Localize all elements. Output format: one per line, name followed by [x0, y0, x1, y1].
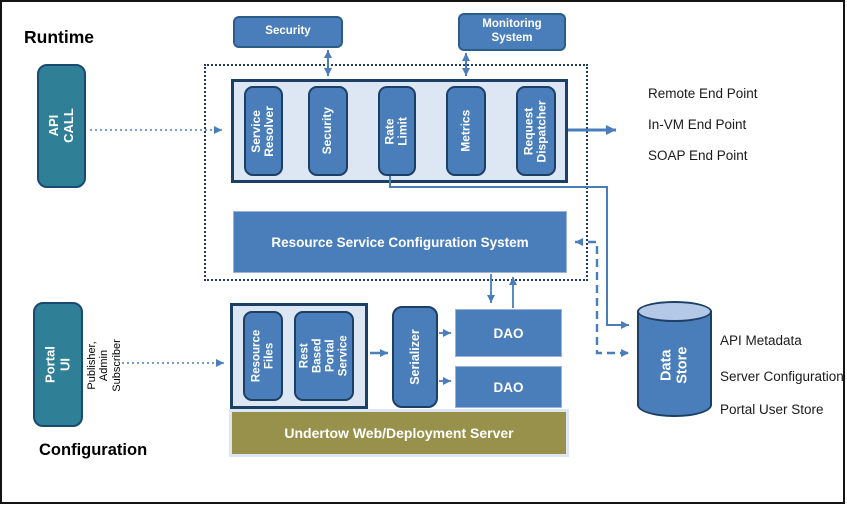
security-handler-label: Security — [320, 107, 335, 155]
dao-top-label: DAO — [493, 325, 524, 341]
resource-service-config-system-box: Resource Service Configuration System — [233, 211, 567, 273]
publisher-admin-subscriber: Publisher, Admin Subscriber — [82, 296, 126, 434]
data-store-cylinder: Data Store — [637, 301, 712, 418]
metrics-label: Metrics — [458, 109, 473, 153]
portal-ui-label: Portal UI — [42, 346, 72, 383]
serializer-box: Serializer — [392, 306, 438, 408]
endpoint-remote-label: Remote End Point — [648, 86, 758, 101]
request-dispatcher-label: Request Dispatcher — [521, 99, 549, 163]
security-external-box: Security — [233, 16, 343, 48]
endpoint-soap-label: SOAP End Point — [648, 148, 748, 163]
portal-ui-box: Portal UI — [33, 302, 83, 427]
endpoint-invm-label: In-VM End Point — [648, 117, 747, 132]
dao-top-box: DAO — [455, 309, 562, 357]
rate-limit-box: Rate Limit — [378, 86, 416, 176]
api-call-label: API CALL — [45, 108, 76, 144]
service-resolver-box: Service Resolver — [244, 86, 283, 176]
serializer-label: Serializer — [408, 329, 422, 385]
resource-files-label: Resource Files — [250, 329, 276, 383]
undertow-server-frame: Undertow Web/Deployment Server — [229, 409, 569, 457]
monitoring-system-box: Monitoring System — [458, 13, 566, 51]
data-store-cylinder-top — [637, 301, 712, 322]
runtime-section-title: Runtime — [24, 27, 94, 47]
configuration-section-title: Configuration — [39, 441, 148, 459]
portal-user-store-label: Portal User Store — [720, 402, 824, 417]
data-store-cylinder-body — [637, 311, 712, 417]
rest-based-portal-service-box: Rest Based Portal Service — [294, 311, 354, 401]
data-store-label: Data Store — [658, 346, 691, 384]
resource-files-box: Resource Files — [243, 311, 283, 401]
rate-limit-label: Rate Limit — [382, 116, 410, 146]
monitoring-system-label: Monitoring System — [482, 18, 542, 44]
security-handler-box: Security — [308, 86, 348, 176]
rest-based-portal-service-label: Rest Based Portal Service — [298, 335, 349, 377]
undertow-server-label: Undertow Web/Deployment Server — [284, 425, 514, 441]
security-external-label: Security — [265, 25, 311, 38]
publisher-admin-subscriber-label: Publisher, Admin Subscriber — [85, 338, 123, 392]
request-dispatcher-box: Request Dispatcher — [516, 86, 556, 176]
dao-bottom-box: DAO — [455, 366, 562, 408]
api-call-box: API CALL — [37, 64, 86, 188]
service-resolver-label: Service Resolver — [249, 105, 277, 157]
dao-bottom-label: DAO — [493, 379, 524, 395]
resource-service-config-system-label: Resource Service Configuration System — [271, 234, 529, 250]
metrics-box: Metrics — [446, 86, 486, 176]
undertow-server-box: Undertow Web/Deployment Server — [232, 412, 566, 454]
api-metadata-label: API Metadata — [720, 333, 802, 348]
server-configuration-label: Server Configuration — [720, 369, 844, 384]
